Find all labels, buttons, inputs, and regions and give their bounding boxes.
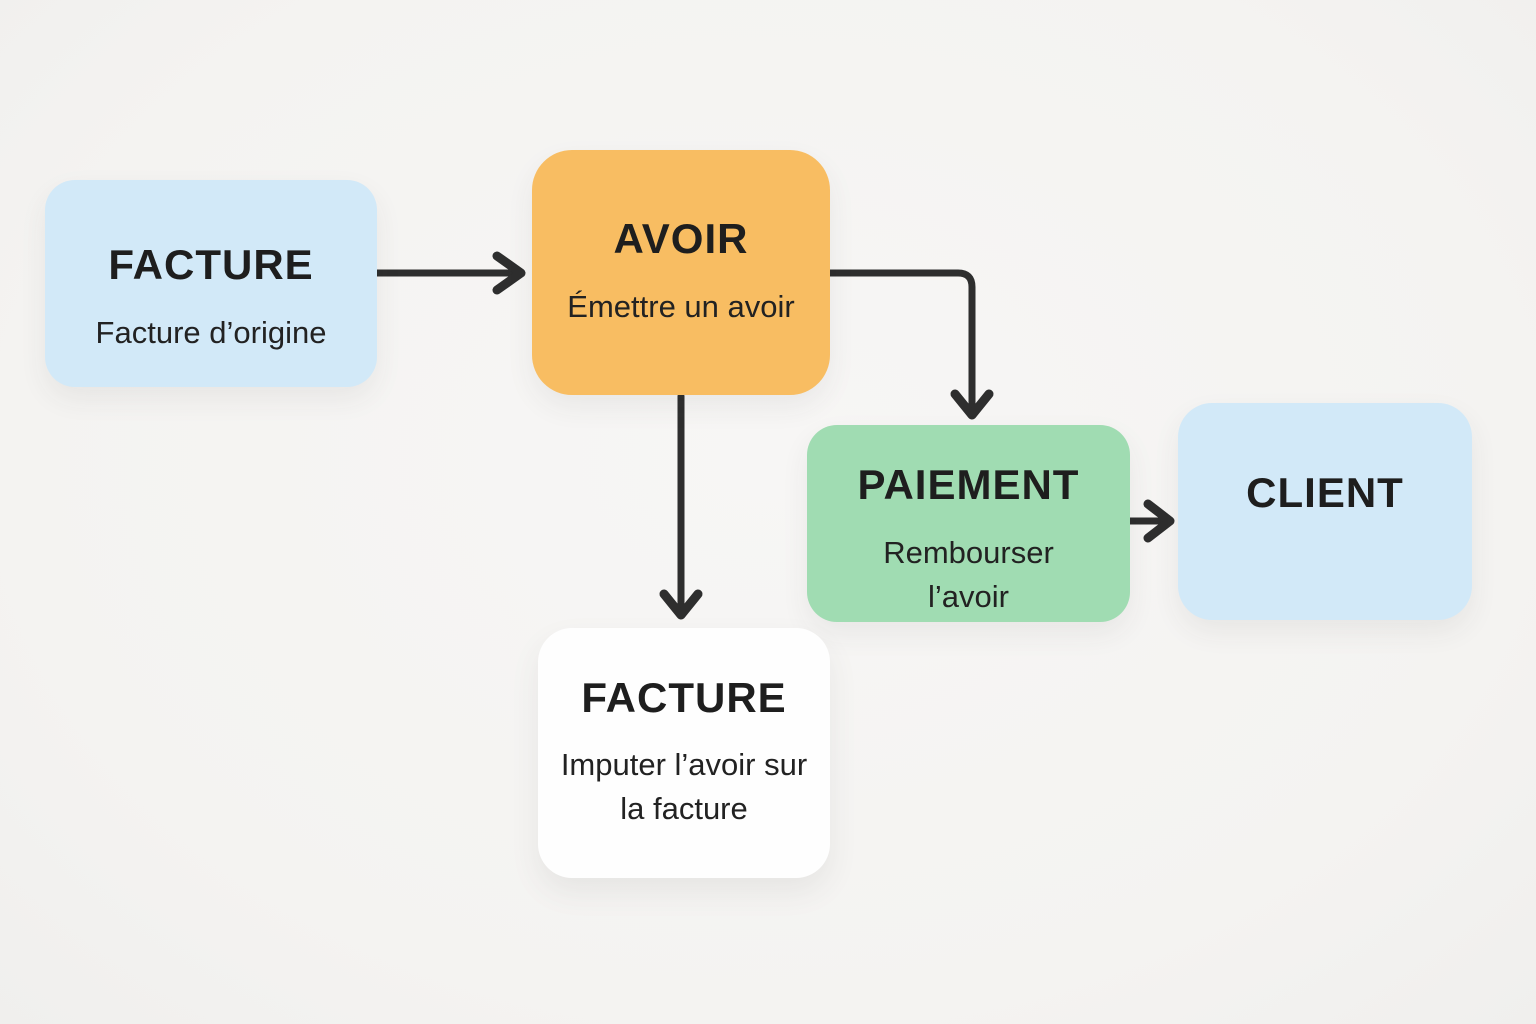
arrow-facture-to-avoir bbox=[373, 251, 526, 295]
node-title: CLIENT bbox=[1246, 469, 1404, 517]
node-subtitle: Rembourser l’avoir bbox=[883, 534, 1054, 614]
node-facture-imputation: FACTURE Imputer l’avoir sur la facture bbox=[538, 628, 830, 878]
node-title: AVOIR bbox=[613, 215, 749, 263]
node-subtitle: Facture d’origine bbox=[95, 314, 327, 350]
node-subtitle: Émettre un avoir bbox=[567, 288, 795, 324]
arrow-avoir-to-facture bbox=[659, 392, 703, 620]
node-subtitle: Imputer l’avoir sur la facture bbox=[560, 747, 808, 827]
node-client: CLIENT bbox=[1178, 403, 1472, 620]
arrow-paiement-to-client bbox=[1126, 499, 1175, 543]
node-title: PAIEMENT bbox=[857, 461, 1080, 509]
node-facture-origine: FACTURE Facture d’origine bbox=[45, 180, 377, 387]
node-title: FACTURE bbox=[108, 241, 314, 289]
node-title: FACTURE bbox=[581, 673, 787, 721]
node-avoir: AVOIR Émettre un avoir bbox=[532, 150, 830, 395]
node-paiement: PAIEMENT Rembourser l’avoir bbox=[807, 425, 1130, 622]
arrow-avoir-to-paiement bbox=[826, 269, 994, 420]
